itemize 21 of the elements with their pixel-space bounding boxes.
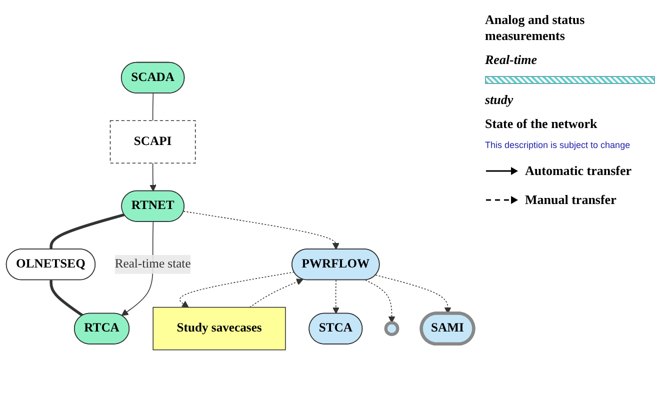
node-circle: [384, 321, 400, 336]
legend-text: Manual transfer: [525, 192, 616, 208]
section-label: study: [485, 92, 514, 108]
annotation-text: Analog and status measurements: [485, 12, 586, 44]
arrow: [183, 210, 340, 250]
connector: [50, 213, 125, 250]
arrow: [179, 272, 295, 308]
connector: [152, 92, 154, 121]
section-label: Real-time: [485, 52, 537, 68]
arrow: [375, 274, 452, 314]
legend-text: Automatic transfer: [525, 163, 632, 179]
node-box: Study savecases: [152, 306, 286, 350]
arrow: [332, 280, 340, 314]
footnote-text: This description is subject to change: [485, 140, 630, 150]
connector: [50, 280, 84, 317]
arrow: [150, 162, 156, 192]
arrow: [249, 278, 304, 308]
annotation-text: State of the network: [485, 116, 598, 132]
node-box: SCAPI: [110, 120, 196, 164]
arrow: [365, 280, 396, 323]
edge-label: Real-time state: [114, 257, 191, 271]
